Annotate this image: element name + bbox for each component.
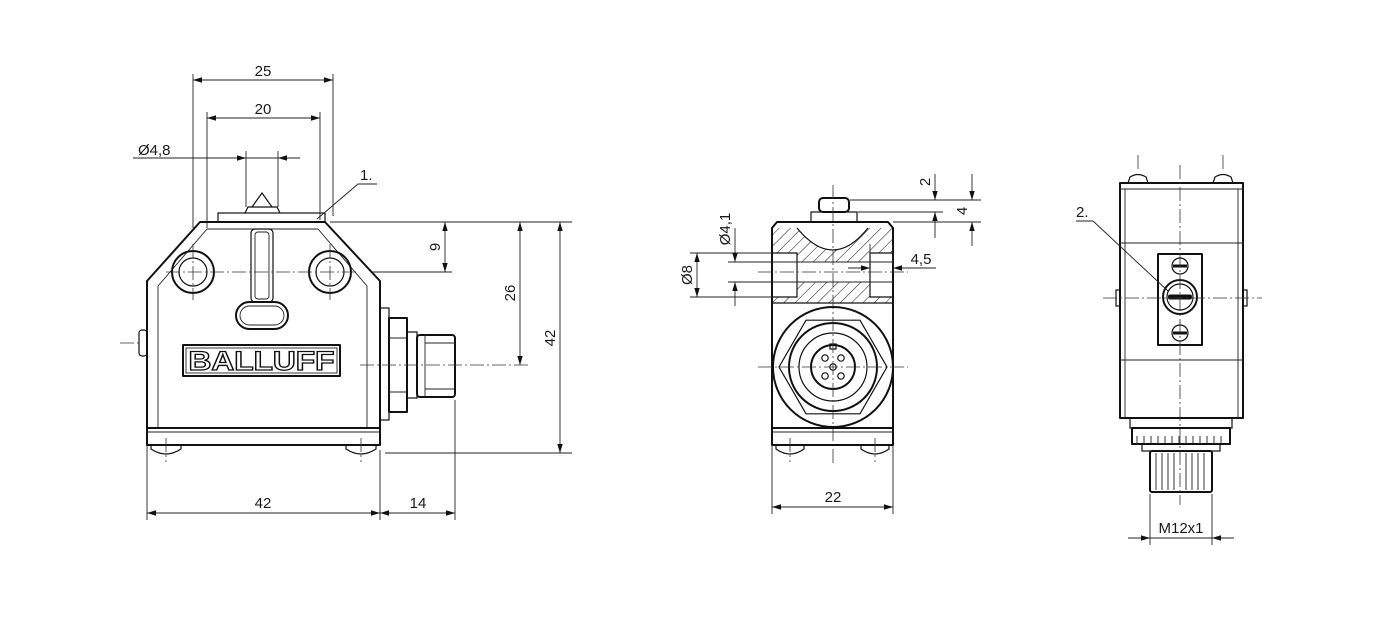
base-plate (146, 427, 381, 446)
dimension-height-42: 42 (542, 222, 563, 453)
connector-nut (416, 334, 456, 398)
dim-text-diameter-4-8: Ø4,8 (138, 142, 171, 159)
dimension-22: 22 (771, 446, 894, 514)
top-connector-nut-knurl (1155, 453, 1205, 490)
side-foot-left (775, 445, 805, 455)
top-connector-neck (1129, 417, 1233, 429)
dim-text-26: 26 (502, 285, 519, 302)
top-cap-plate (217, 212, 326, 223)
brand-logo-frame (182, 344, 341, 377)
connector-hex-nut (778, 319, 888, 415)
dimension-9: 9 (427, 222, 448, 272)
side-foot-right (860, 445, 890, 455)
brand-logo: BALLUFF (189, 346, 335, 376)
actuator-slot-inner (254, 231, 270, 300)
side-view: Ø8 Ø4,1 4,5 2 4 (679, 174, 981, 514)
callout-2: 2. (1076, 204, 1169, 292)
side-bump (138, 329, 148, 357)
dim-text-thread: M12x1 (1158, 520, 1203, 537)
dim-text-width-42: 42 (255, 495, 272, 512)
counterbore-right (869, 252, 893, 298)
foot-right (345, 445, 377, 455)
top-bump-right (1212, 173, 1234, 184)
top-view: 2. M12x1 (1076, 155, 1262, 545)
dimension-diameter-4-8: Ø4,8 (133, 142, 300, 207)
dim-text-9: 9 (427, 243, 444, 251)
dimension-4-5: 4,5 (848, 244, 936, 272)
dim-text-diameter-8: Ø8 (679, 265, 696, 285)
dim-text-4: 4 (954, 207, 971, 215)
plunger-cap (244, 206, 281, 214)
top-connector-nut (1149, 450, 1213, 493)
dimension-diameter-4-1: Ø4,1 (717, 213, 772, 306)
dim-text-diameter-4-1: Ø4,1 (717, 213, 734, 246)
front-view: BALLUFF 25 (120, 63, 572, 520)
plunger-tip (251, 191, 273, 208)
dim-text-2: 2 (917, 178, 934, 186)
dimension-thread: M12x1 (1128, 494, 1234, 545)
dimension-2-and-4: 2 4 (850, 174, 981, 246)
top-connector-hex (1141, 443, 1221, 452)
top-connector-flange (1131, 427, 1231, 445)
dimension-20: 20 (206, 101, 321, 228)
callout-1-text: 1. (360, 167, 373, 184)
callout-1: 1. (316, 167, 377, 220)
connector-pin (821, 372, 829, 380)
connector-pin (821, 354, 829, 362)
dim-text-20: 20 (255, 101, 272, 118)
section-hatch-top (772, 228, 893, 262)
side-plunger-base (810, 211, 858, 223)
section-hatch-bottom (772, 282, 893, 303)
side-plunger (818, 197, 850, 213)
side-base-plate (771, 427, 894, 446)
dim-text-22: 22 (825, 489, 842, 506)
foot-left (150, 445, 182, 455)
top-body-outline (1119, 182, 1244, 419)
actuator-slot (250, 228, 274, 303)
actuator-oval-inner (239, 305, 285, 326)
dimension-diameter-8: Ø8 (679, 252, 772, 298)
connector-plate (379, 307, 390, 421)
plunger-bore-curve (796, 227, 869, 251)
top-connector-flange-knurl (1136, 436, 1222, 444)
counterbore-left (772, 252, 798, 298)
body-inner-edge-left (157, 228, 208, 428)
actuator-oval (235, 301, 289, 330)
dimension-width-42: 42 (146, 400, 456, 520)
callout-2-text: 2. (1076, 204, 1089, 221)
dim-text-25: 25 (255, 63, 272, 80)
body-inner-edge-right (317, 228, 368, 428)
connector-pin (837, 354, 845, 362)
callout-1-leader (316, 183, 377, 220)
brand-logo-frame-inner (185, 347, 338, 374)
top-bump-left (1127, 173, 1149, 184)
dim-text-height-42: 42 (542, 330, 559, 347)
connector-side (379, 307, 456, 421)
dim-text-4-5: 4,5 (911, 251, 932, 268)
dimension-14: 14 (380, 495, 455, 516)
connector-pin (837, 372, 845, 380)
callout-2-leader (1076, 220, 1169, 292)
dimension-26: 26 (502, 222, 523, 365)
dimension-25: 25 (192, 63, 334, 228)
dim-text-14: 14 (410, 495, 427, 512)
